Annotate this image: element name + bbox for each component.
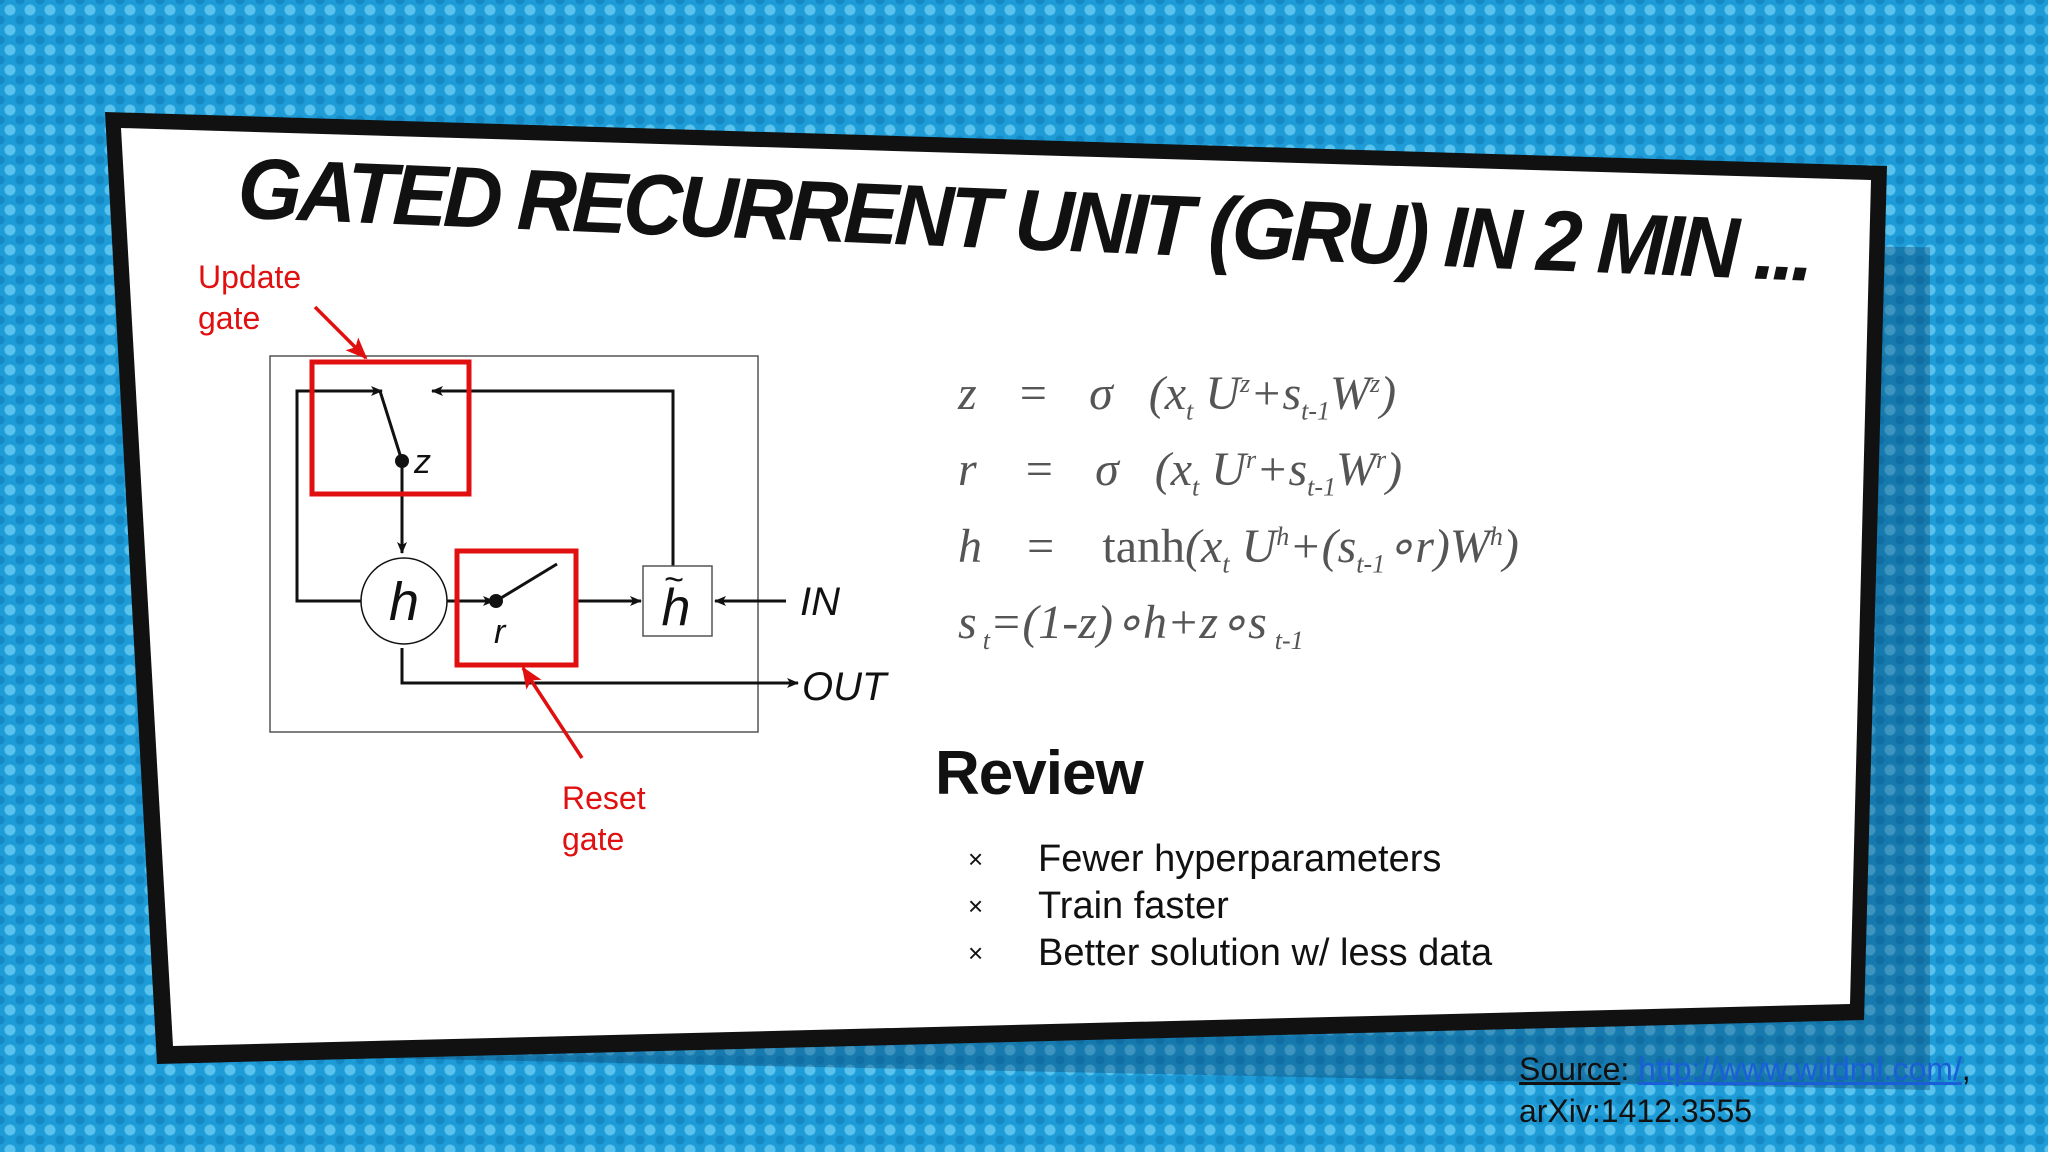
equation-h: h = tanh(xt Uh+(st-1∘r)Wh) [958, 520, 1519, 579]
eq-z-u-sup: z [1239, 369, 1251, 398]
update-gate-label-line1: Update [198, 259, 302, 295]
in-label: IN [800, 580, 840, 624]
update-gate-label-line2: gate [198, 300, 261, 336]
reset-gate-pointer [521, 666, 584, 759]
out-label: OUT [802, 665, 889, 709]
review-item-text: Train faster [1038, 885, 1229, 927]
gru-equations: z = σ (xt Uz+st-1Wz) r = σ (xt Ur+st-1Wr… [958, 366, 1698, 676]
eq-r-u: U [1211, 443, 1246, 496]
bullet-x-icon: × [968, 844, 984, 874]
review-item-text: Fewer hyperparameters [1038, 838, 1442, 880]
eq-s-lhs: s [958, 596, 977, 649]
equation-r: r = σ (xt Ur+st-1Wr) [958, 443, 1403, 502]
eq-r-sigma: σ [1095, 443, 1119, 496]
eq-r-x: x [1170, 443, 1193, 496]
eq-h-w: W [1449, 520, 1490, 573]
eq-r-s-sub: t-1 [1307, 472, 1337, 502]
equation-z: z = σ (xt Uz+st-1Wz) [958, 367, 1397, 426]
z-gate-label: z [413, 443, 431, 481]
gru-connections [295, 386, 799, 688]
r-switch-lever [495, 562, 558, 603]
review-item-text: Better solution w/ less data [1038, 932, 1493, 974]
eq-z-w: W [1330, 367, 1371, 420]
eq-h-s: s [1337, 520, 1357, 573]
eq-h-s-sub: t-1 [1356, 549, 1386, 579]
source-colon: : [1620, 1051, 1639, 1087]
update-gate-highlight [309, 359, 472, 497]
htilde-feedback-line [431, 386, 675, 566]
h-node [360, 557, 448, 645]
source-link[interactable]: http://www.wildml.com/ [1638, 1051, 1962, 1087]
review-item: × Fewer hyperparameters [968, 836, 1668, 883]
eq-r-lhs: r [958, 443, 977, 496]
source-citation: Source: http://www.wildml.com/, arXiv:14… [1519, 1048, 2039, 1148]
eq-z-s: s [1282, 367, 1302, 420]
eq-h-x-sub: t [1222, 549, 1230, 579]
eq-h-r: r [1415, 520, 1434, 573]
eq-z-x-sub: t [1186, 396, 1194, 426]
eq-z-u: U [1205, 367, 1240, 420]
eq-r-w: W [1336, 443, 1377, 496]
eq-r-s: s [1288, 443, 1308, 496]
r-switch-pivot [489, 594, 503, 608]
htilde-node [642, 565, 713, 637]
z-switch-pivot [395, 454, 409, 468]
review-item: × Better solution w/ less data [968, 930, 1668, 977]
eq-r-w-sup: r [1376, 445, 1387, 474]
eq-h-x: x [1201, 520, 1223, 573]
eq-h-equals: = [1024, 520, 1057, 573]
reset-gate-label-line2: gate [562, 821, 625, 857]
h-feedback-line [295, 386, 383, 603]
reset-gate-highlight [454, 548, 579, 668]
review-item: × Train faster [968, 883, 1668, 930]
eq-s-lhs-sub: t [982, 625, 990, 655]
eq-h-tanh: tanh [1102, 520, 1186, 573]
source-label: Source [1519, 1051, 1621, 1087]
r-gate-label: r [494, 613, 507, 651]
eq-s-sub: t-1 [1274, 625, 1304, 655]
eq-s-body: =(1-z)∘h+z∘s [989, 596, 1267, 649]
tilde-mark-icon: ~ [664, 561, 684, 599]
eq-h-u: U [1241, 520, 1277, 573]
eq-h-u-sup: h [1276, 522, 1290, 551]
eq-z-x: x [1164, 367, 1187, 420]
eq-z-lhs: z [958, 367, 977, 420]
source-comma: , [1961, 1051, 1971, 1087]
eq-h-lhs: h [958, 520, 982, 573]
bullet-x-icon: × [968, 891, 984, 921]
reset-gate-label: Reset gate [562, 778, 682, 862]
source-arxiv: arXiv:1412.3555 [1519, 1093, 1753, 1129]
eq-h-w-sup: h [1489, 522, 1503, 551]
out-arrow [400, 648, 799, 688]
eq-r-x-sub: t [1192, 472, 1200, 502]
review-list: × Fewer hyperparameters × Train faster ×… [968, 836, 1668, 986]
eq-z-sigma: σ [1089, 367, 1113, 420]
eq-z-s-sub: t-1 [1301, 396, 1331, 426]
eq-z-equals: = [1016, 367, 1050, 420]
update-gate-label: Update gate [198, 257, 338, 341]
gru-outer-box [269, 355, 759, 733]
review-heading: Review [935, 739, 1144, 808]
reset-gate-label-line1: Reset [562, 780, 646, 816]
update-gate-pointer [313, 305, 368, 360]
eq-z-w-sup: z [1370, 369, 1381, 398]
htilde-node-label: h [662, 579, 691, 637]
eq-r-u-sup: r [1245, 445, 1257, 474]
bullet-x-icon: × [968, 938, 984, 968]
eq-r-equals: = [1022, 443, 1056, 496]
h-node-label: h [389, 572, 419, 632]
z-switch-lever [378, 390, 404, 462]
